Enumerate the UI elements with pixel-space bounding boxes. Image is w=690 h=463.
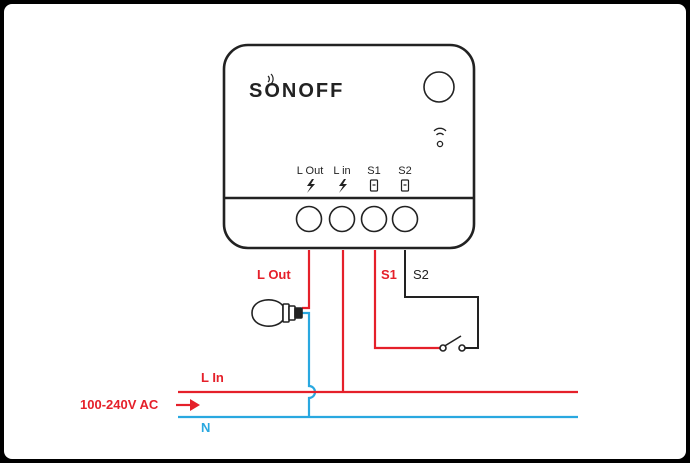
- l-out-wire: [302, 250, 311, 310]
- sonoff-device: SONOFF L Out L in S1 S2: [222, 43, 476, 250]
- terminal-label-s2: S2: [398, 165, 411, 177]
- logo-signal-icon: [267, 73, 274, 85]
- round-button-icon[interactable]: [423, 71, 455, 103]
- terminal-l-in: [328, 205, 356, 233]
- wire-label-l-in: L In: [201, 370, 224, 385]
- arrow-right-icon: [176, 399, 200, 411]
- lightning-icon: [307, 179, 315, 193]
- terminal-label-l-out: L Out: [297, 165, 324, 177]
- wifi-signal-icon: [433, 127, 447, 148]
- wire-label-s1: S1: [381, 267, 397, 282]
- terminal-l-out: [295, 205, 323, 233]
- terminal-label-s1: S1: [367, 165, 380, 177]
- terminal-s1: [360, 205, 388, 233]
- switch-input-icon: [400, 179, 410, 192]
- switch-wiring: [404, 250, 479, 349]
- wire-label-s2: S2: [413, 267, 429, 282]
- terminal-s2: [391, 205, 419, 233]
- wire-label-l-out: L Out: [257, 267, 291, 282]
- s2-wire: [404, 250, 479, 349]
- lightning-icon: [339, 179, 347, 193]
- bulb-neutral-wire: [302, 311, 317, 417]
- switch-input-icon: [369, 179, 379, 192]
- s1-wire: [373, 250, 440, 350]
- live-wiring: [178, 250, 578, 394]
- neutral-wiring: [178, 311, 578, 419]
- brand-logo: SONOFF: [249, 80, 344, 102]
- light-bulb-icon: [251, 299, 303, 327]
- terminal-label-l-in: L in: [333, 165, 350, 177]
- wall-switch-icon: [439, 335, 466, 352]
- supply-voltage-label: 100-240V AC: [80, 397, 159, 412]
- wire-label-n: N: [201, 420, 210, 435]
